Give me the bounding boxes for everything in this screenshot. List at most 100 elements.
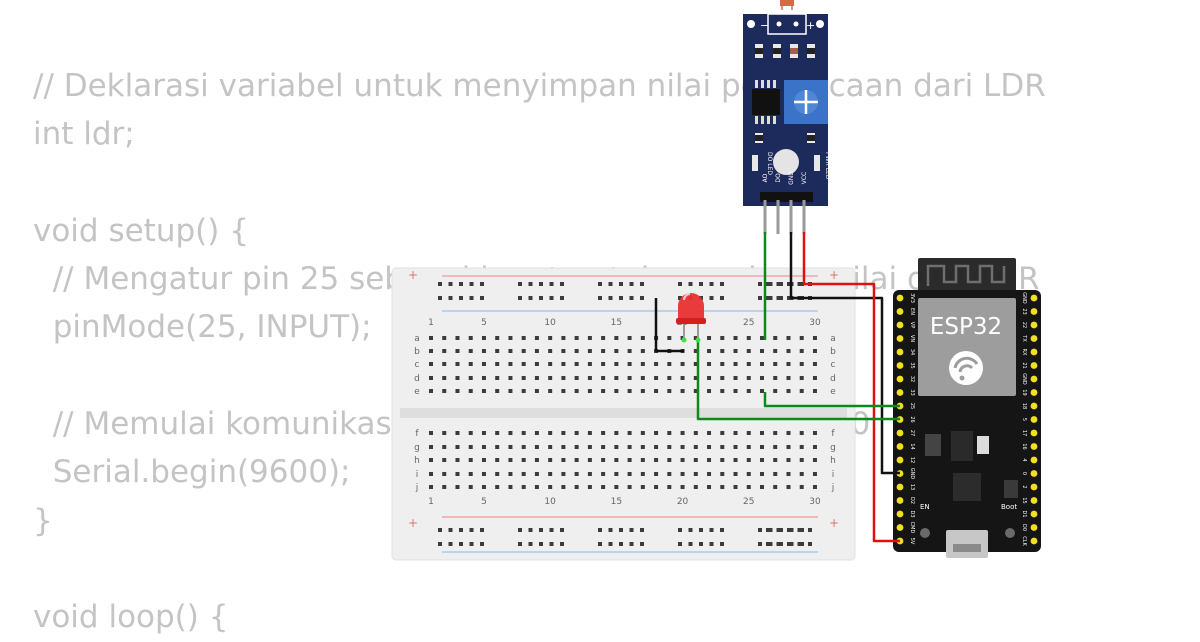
rail-hole	[758, 296, 762, 300]
breadboard-hole	[587, 376, 592, 380]
breadboard-hole	[442, 389, 447, 393]
esp32-pin-label: D3	[909, 510, 915, 517]
breadboard-hole	[508, 376, 513, 380]
breadboard-hole	[786, 485, 791, 489]
breadboard-hole	[746, 485, 751, 489]
sensor-pin-label: AO	[762, 173, 769, 182]
rail-hole	[518, 282, 522, 286]
breadboard-hole	[429, 389, 433, 393]
breadboard-hole	[614, 362, 619, 366]
breadboard-hole	[495, 485, 500, 489]
rail-hole	[518, 542, 522, 546]
breadboard-hole	[561, 485, 566, 489]
row-letter: d	[830, 374, 836, 384]
esp32-pin-label: 16	[1021, 443, 1027, 449]
breadboard-hole	[495, 349, 500, 353]
breadboard-hole	[746, 445, 751, 449]
esp32-pin	[896, 510, 904, 518]
rail-hole	[766, 296, 770, 300]
breadboard-hole	[601, 445, 606, 449]
breadboard-hole	[495, 431, 500, 435]
breadboard-hole	[654, 389, 659, 393]
column-number: 25	[743, 318, 754, 328]
breadboard-hole	[601, 485, 606, 489]
breadboard-hole	[680, 485, 685, 489]
breadboard-hole	[640, 485, 645, 489]
rail-hole	[448, 282, 453, 286]
esp32-pin-label: GND	[1021, 292, 1027, 304]
breadboard-hole	[720, 349, 725, 353]
row-letter: e	[830, 387, 836, 397]
rail-hole	[789, 528, 794, 532]
wire-sensor-vcc	[802, 232, 818, 286]
breadboard-hole	[773, 376, 778, 380]
breadboard-hole	[429, 445, 433, 449]
breadboard-hole	[587, 472, 592, 476]
rail-hole	[768, 528, 773, 532]
rail-hole	[469, 282, 474, 286]
breadboard-hole	[561, 362, 566, 366]
esp32-pin	[1030, 429, 1038, 437]
breadboard-hole	[667, 485, 672, 489]
breadboard-hole	[773, 458, 778, 462]
row-letter: a	[830, 334, 836, 344]
breadboard-hole	[561, 389, 566, 393]
breadboard-hole	[442, 458, 447, 462]
en-button-icon	[920, 528, 930, 538]
plus-sign-top-right: +	[829, 268, 839, 282]
breadboard-hole	[614, 376, 619, 380]
esp32-pin-label: 23	[1021, 308, 1027, 314]
rail-hole	[598, 542, 602, 546]
breadboard-hole	[601, 362, 606, 366]
breadboard-hole	[746, 362, 751, 366]
rail-hole	[776, 528, 781, 532]
breadboard-hole	[508, 362, 513, 366]
breadboard-hole	[786, 336, 791, 340]
breadboard-hole	[760, 389, 764, 393]
breadboard-hole	[693, 458, 698, 462]
breadboard-hole	[521, 349, 526, 353]
breadboard-hole	[442, 336, 447, 340]
breadboard-hole	[746, 431, 751, 435]
rail-hole	[480, 542, 484, 546]
breadboard-hole	[786, 376, 791, 380]
breadboard-hole	[601, 376, 606, 380]
column-number: 1	[428, 318, 434, 328]
breadboard-hole	[627, 472, 632, 476]
breadboard-hole	[481, 458, 486, 462]
breadboard-hole	[786, 362, 791, 366]
esp32-pin-label: VN	[909, 335, 915, 342]
code-line: pinMode(25, INPUT);	[33, 309, 372, 346]
rail-hole	[629, 282, 634, 286]
row-letter: e	[414, 387, 420, 397]
breadboard-hole	[812, 458, 817, 462]
breadboard-hole	[760, 336, 764, 340]
breadboard-hole	[667, 389, 672, 393]
breadboard-hole	[654, 431, 659, 435]
rail-hole	[766, 528, 770, 532]
breadboard-hole	[548, 336, 553, 340]
breadboard-hole	[481, 431, 486, 435]
red-led	[676, 293, 706, 343]
rail-hole	[560, 542, 564, 546]
rail-hole	[469, 528, 474, 532]
ldr-plus-label: +	[806, 19, 815, 32]
breadboard-hole	[773, 336, 778, 340]
rail-hole	[688, 282, 693, 286]
breadboard-hole	[468, 431, 473, 435]
rail-hole	[800, 528, 804, 532]
breadboard-hole	[534, 376, 539, 380]
breadboard-hole	[495, 445, 500, 449]
breadboard-hole	[574, 472, 579, 476]
esp32-pin-label: VP	[909, 322, 915, 328]
breadboard-hole	[720, 485, 725, 489]
esp32-pin	[1030, 524, 1038, 531]
breadboard-hole	[429, 472, 433, 476]
breadboard-hole	[455, 362, 460, 366]
esp32-pin-label: 19	[1021, 389, 1027, 395]
rail-hole	[549, 296, 554, 300]
breadboard-hole	[627, 485, 632, 489]
rail-hole	[768, 282, 773, 286]
breadboard-hole	[667, 458, 672, 462]
esp32-pin	[896, 497, 904, 504]
